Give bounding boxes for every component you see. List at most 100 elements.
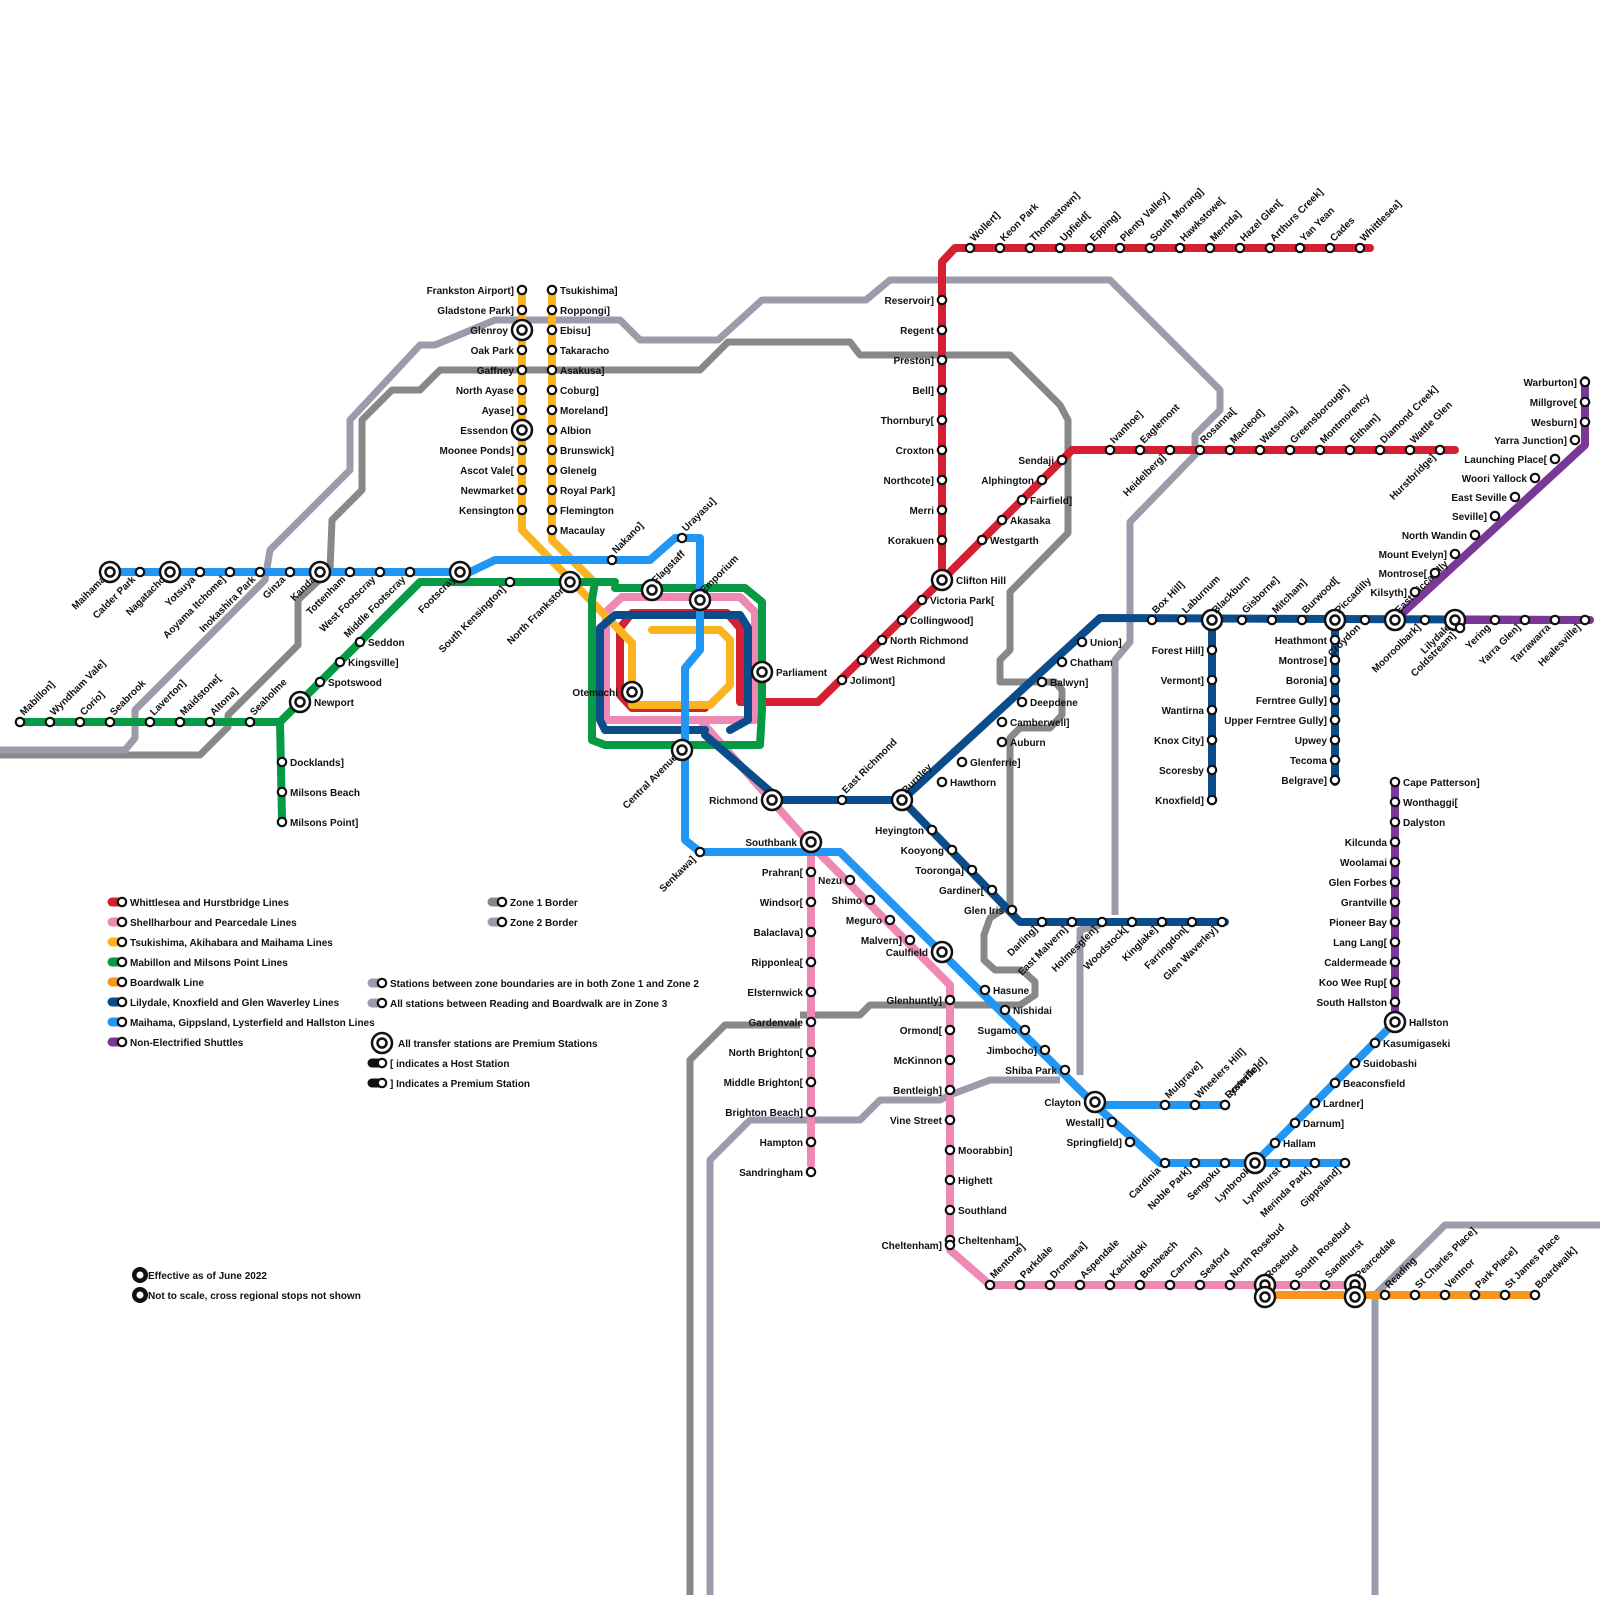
station-whittlesea[interactable]: Whittlesea] [1356, 199, 1404, 253]
station-ripponlea[interactable]: Ripponlea[ [751, 958, 815, 969]
station-southland[interactable]: Southland [946, 1206, 1007, 1217]
station-yarra-junction[interactable]: Yarra Junction] [1494, 436, 1579, 447]
station-forest-hill[interactable]: Forest Hill] [1152, 646, 1216, 657]
station-montrose[interactable]: Montrose] [1279, 656, 1340, 667]
station-pioneer-bay[interactable]: Pioneer Bay [1329, 918, 1399, 929]
station-takaracho[interactable]: Takaracho [548, 346, 609, 357]
station-hampton[interactable]: Hampton [760, 1138, 816, 1149]
station-west-richmond[interactable]: West Richmond [858, 656, 946, 667]
station-westall[interactable]: Westall] [1066, 1118, 1116, 1129]
station-[interactable] [1345, 1287, 1365, 1307]
station-camberwell[interactable]: Camberwell] [998, 718, 1070, 729]
station-brunswick[interactable]: Brunswick] [548, 446, 614, 457]
station-elsternwick[interactable]: Elsternwick [747, 988, 815, 999]
station-gardenvale[interactable]: Gardenvale [749, 1018, 816, 1029]
station-union[interactable]: Union] [1078, 638, 1122, 649]
station-oak-park[interactable]: Oak Park [471, 346, 527, 357]
station-moreland[interactable]: Moreland] [548, 406, 608, 417]
station-launching-place[interactable]: Launching Place[ [1464, 455, 1559, 466]
station-scoresby[interactable]: Scoresby [1159, 766, 1216, 777]
station-chatham[interactable]: Chatham [1058, 658, 1113, 669]
station-north-richmond[interactable]: North Richmond [878, 636, 969, 647]
station-newport[interactable]: Newport [290, 692, 355, 712]
station-north-ayase[interactable]: North Ayase [456, 386, 526, 397]
station-hallston[interactable]: Hallston [1385, 1012, 1448, 1032]
station-vermont[interactable]: Vermont] [1161, 676, 1217, 687]
station-newmarket[interactable]: Newmarket [461, 486, 527, 497]
station-clayton[interactable]: Clayton [1044, 1092, 1105, 1112]
station-essendon[interactable]: Essendon [460, 420, 532, 440]
station-ascot-vale[interactable]: Ascot Vale[ [460, 466, 526, 477]
station-cheltenham[interactable]: Cheltenham] [881, 1241, 954, 1252]
station-gardiner[interactable]: Gardiner[ [939, 886, 996, 897]
station-east-seville[interactable]: East Seville [1451, 493, 1519, 504]
station-deepdene[interactable]: Deepdene [1018, 698, 1078, 709]
station-caldermeade[interactable]: Caldermeade [1324, 958, 1399, 969]
station-millgrove[interactable]: Millgrove[ [1530, 398, 1589, 409]
station-tsukishima[interactable]: Tsukishima] [548, 286, 618, 297]
station-lang-lang[interactable]: Lang Lang[ [1333, 938, 1399, 949]
station-flemington[interactable]: Flemington [548, 506, 614, 517]
station-hallam[interactable]: Hallam [1271, 1139, 1316, 1150]
station-seddon[interactable]: Seddon [356, 638, 405, 649]
station-knoxfield[interactable]: Knoxfield] [1155, 796, 1216, 807]
station-cheltenham[interactable]: Cheltenham] [946, 1236, 1019, 1247]
station-milsons-point[interactable]: Milsons Point] [278, 818, 359, 829]
station-mount-evelyn[interactable]: Mount Evelyn] [1379, 550, 1460, 561]
station-moorabbin[interactable]: Moorabbin] [946, 1146, 1013, 1157]
station-milsons-beach[interactable]: Milsons Beach [278, 788, 360, 799]
station-windsor[interactable]: Windsor[ [760, 898, 815, 909]
station-woori-yallock[interactable]: Woori Yallock [1462, 474, 1539, 485]
station-parliament[interactable]: Parliament [752, 662, 828, 682]
station-kasumigaseki[interactable]: Kasumigaseki [1371, 1039, 1451, 1050]
station-east-malvern[interactable]: East Malvern] [1016, 918, 1076, 978]
station-koo-wee-rup[interactable]: Koo Wee Rup[ [1319, 978, 1399, 989]
station-gladstone-park[interactable]: Gladstone Park] [437, 306, 526, 317]
station-ferntree-gully[interactable]: Ferntree Gully] [1256, 696, 1339, 707]
station-north-brighton[interactable]: North Brighton[ [729, 1048, 816, 1059]
station-victoria-park[interactable]: Victoria Park[ [918, 596, 995, 607]
station-macaulay[interactable]: Macaulay [548, 526, 606, 537]
station-upper-ferntree-gully[interactable]: Upper Ferntree Gully] [1224, 716, 1339, 727]
station-knox-city[interactable]: Knox City] [1154, 736, 1216, 747]
station-balaclava[interactable]: Balaclava] [754, 928, 816, 939]
station-hawthorn[interactable]: Hawthorn [938, 778, 996, 789]
station-east-richmond[interactable]: East Richmond [838, 737, 900, 804]
station-sandringham[interactable]: Sandringham [739, 1168, 815, 1179]
station-grantville[interactable]: Grantville [1341, 898, 1399, 909]
station-northcote[interactable]: Northcote] [883, 476, 946, 487]
station-richmond[interactable]: Richmond [709, 790, 782, 810]
station-lardner[interactable]: Lardner] [1311, 1099, 1364, 1110]
station-darnum[interactable]: Darnum] [1291, 1119, 1344, 1130]
station-glen-forbes[interactable]: Glen Forbes [1329, 878, 1400, 889]
station-belgrave[interactable]: Belgrave] [1281, 776, 1339, 787]
station-kooyong[interactable]: Kooyong [901, 846, 957, 857]
station-docklands[interactable]: Docklands] [278, 758, 344, 769]
station-warburton[interactable]: Warburton] [1523, 378, 1589, 389]
station-moonee-ponds[interactable]: Moonee Ponds] [440, 446, 527, 457]
station-[interactable] [1255, 1287, 1275, 1307]
station-frankston-airport[interactable]: Frankston Airport] [427, 286, 527, 297]
station-jolimont[interactable]: Jolimont] [838, 676, 895, 687]
station-wonthaggi[interactable]: Wonthaggi[ [1391, 798, 1459, 809]
station-collingwood[interactable]: Collingwood] [898, 616, 974, 627]
station-cape-patterson[interactable]: Cape Patterson] [1391, 778, 1480, 789]
station-royal-park[interactable]: Royal Park] [548, 486, 615, 497]
station-woolamai[interactable]: Woolamai [1340, 858, 1399, 869]
station-middle-brighton[interactable]: Middle Brighton[ [724, 1078, 816, 1089]
station-springfield[interactable]: Springfield] [1066, 1138, 1134, 1149]
station-senkawa[interactable]: Senkawa] [658, 848, 704, 895]
station-wesburn[interactable]: Wesburn] [1531, 418, 1589, 429]
station-reservoir[interactable]: Reservoir] [885, 296, 947, 307]
station-hurstbridge[interactable]: Hurstbridge] [1388, 446, 1444, 503]
station-vine-street[interactable]: Vine Street [890, 1116, 954, 1127]
station-korakuen[interactable]: Korakuen [888, 536, 946, 547]
station-asakusa[interactable]: Asakusa] [548, 366, 605, 377]
station-akasaka[interactable]: Akasaka [998, 516, 1051, 527]
station-burnley[interactable]: Burnley [892, 762, 935, 810]
station-kensington[interactable]: Kensington [459, 506, 526, 517]
station-fairfield[interactable]: Fairfield] [1018, 496, 1072, 507]
station-hazel-glen[interactable]: Hazel Glen[ [1236, 197, 1285, 252]
station-glenferrie[interactable]: Glenferrie] [958, 758, 1021, 769]
station-south-hallston[interactable]: South Hallston [1316, 998, 1399, 1009]
